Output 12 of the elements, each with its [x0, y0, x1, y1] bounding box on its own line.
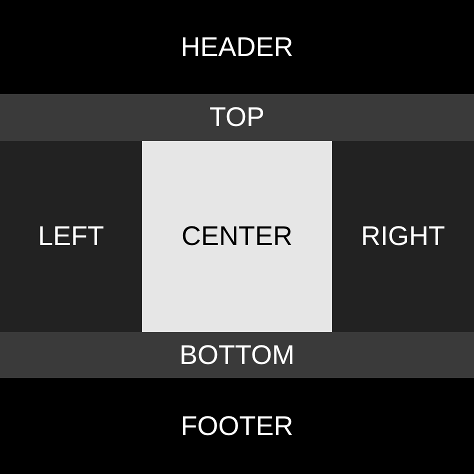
region-label: CENTER	[181, 221, 292, 252]
top-band	[0, 94, 474, 141]
center-panel	[142, 141, 332, 332]
region-label: RIGHT	[361, 221, 445, 252]
bottom-band	[0, 332, 474, 378]
right-panel	[332, 141, 474, 332]
left-panel	[0, 141, 142, 332]
region-label: TOP	[209, 102, 264, 133]
region-label: HEADER	[180, 32, 294, 62]
region-label: BOTTOM	[179, 340, 294, 370]
region-label: LEFT	[38, 221, 104, 252]
region-label: FOOTER	[180, 410, 294, 442]
